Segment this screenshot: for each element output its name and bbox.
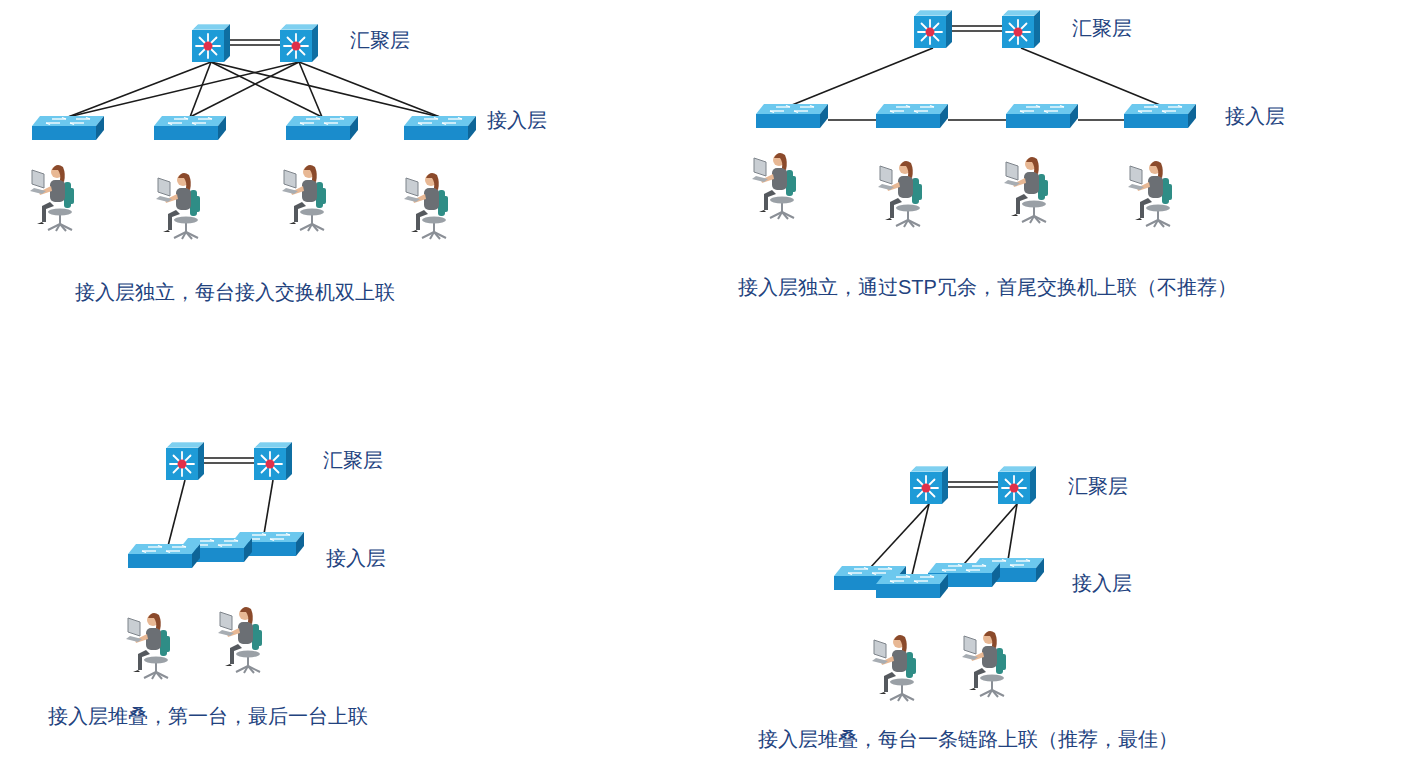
layer-label: 接入层 [1072, 571, 1132, 595]
user-figure [218, 607, 262, 673]
aggregation-switch [166, 442, 204, 480]
layer-label: 接入层 [1225, 104, 1285, 128]
user-figure [156, 173, 200, 239]
uplink-lines [68, 40, 440, 117]
access-switch [756, 104, 828, 128]
aggregation-switch [280, 24, 318, 62]
user-figure [282, 165, 326, 231]
caption-text: 接入层独立，通过STP冗余，首尾交换机上联（不推荐） [738, 275, 1237, 299]
stacked-access-switch [128, 544, 200, 568]
layer-label: 接入层 [326, 546, 386, 570]
caption-text: 接入层独立，每台接入交换机双上联 [75, 280, 395, 304]
caption-text: 接入层堆叠，第一台，最后一台上联 [48, 704, 368, 728]
user-figure [30, 165, 74, 231]
aggregation-switch [1002, 10, 1040, 48]
user-figure [752, 153, 796, 219]
access-switch [1006, 104, 1078, 128]
layer-label: 接入层 [487, 108, 547, 132]
aggregation-switch [192, 24, 230, 62]
aggregation-switch [998, 466, 1036, 504]
access-switch [32, 116, 104, 140]
aggregation-switch [914, 10, 952, 48]
layer-label: 汇聚层 [350, 28, 410, 52]
user-figure [126, 613, 170, 679]
user-figure [1004, 157, 1048, 223]
uplink-lines [792, 26, 1160, 120]
access-switch [154, 116, 226, 140]
aggregation-switch [910, 466, 948, 504]
layer-label: 汇聚层 [1068, 474, 1128, 498]
layer-label: 汇聚层 [1072, 16, 1132, 40]
user-figure [962, 631, 1006, 697]
layer-label: 汇聚层 [323, 448, 383, 472]
user-figure [1128, 161, 1172, 227]
access-switch [404, 116, 476, 140]
user-figure [872, 635, 916, 701]
access-switch [286, 116, 358, 140]
aggregation-switch [254, 442, 292, 480]
user-figure [404, 173, 448, 239]
caption-text: 接入层堆叠，每台一条链路上联（推荐，最佳） [758, 727, 1178, 751]
user-figure [878, 161, 922, 227]
access-switch [1124, 104, 1196, 128]
stacked-access-switch [876, 574, 948, 598]
access-switch [876, 104, 948, 128]
